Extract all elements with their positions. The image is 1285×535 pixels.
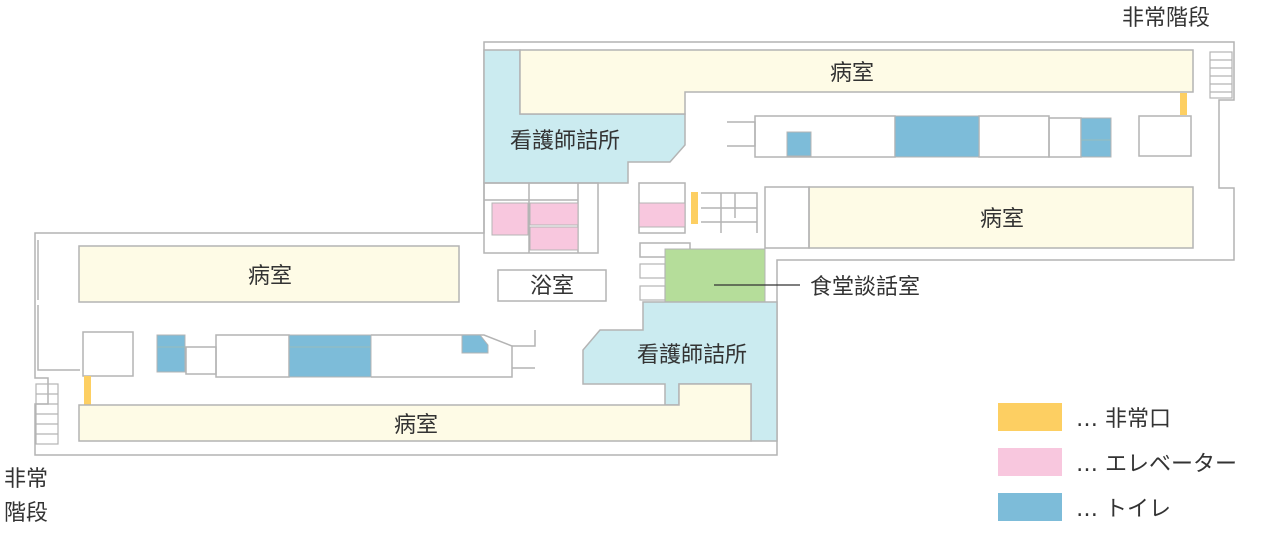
service-wall — [371, 334, 513, 378]
legend-label: … エレベーター — [1076, 452, 1237, 477]
ward-bottom-label: 病室 — [394, 413, 438, 438]
stair-label-top-right: 非常階段 — [1122, 6, 1211, 31]
dining-room — [664, 248, 766, 303]
ward-top-right — [519, 49, 1194, 115]
legend-swatch — [998, 403, 1062, 431]
nurse-station-center-label: 看護師詰所 — [637, 343, 747, 368]
stair-top-right — [1209, 51, 1233, 99]
legend-swatch — [998, 448, 1062, 476]
elevator — [638, 202, 686, 228]
service-room — [1048, 117, 1082, 158]
service-wall — [727, 121, 756, 147]
ward-middle-right-label: 病室 — [980, 207, 1024, 232]
bath-label: 浴室 — [530, 274, 574, 299]
legend-label: … 非常口 — [1076, 407, 1171, 432]
elevator — [529, 202, 579, 226]
toilet — [461, 334, 489, 354]
service-room — [1138, 115, 1192, 157]
dining-room-label: 食堂談話室 — [810, 275, 920, 300]
legend: … 非常口 … エレベーター … トイレ — [998, 400, 1237, 535]
toilet — [156, 334, 186, 373]
legend-item-elevator: … エレベーター — [998, 445, 1237, 479]
nurse-station-top-label: 看護師詰所 — [510, 129, 620, 154]
legend-item-toilet: … トイレ — [998, 490, 1237, 524]
building-outline — [34, 41, 1235, 456]
stair-label-bottom-left: 非常 階段 — [4, 463, 48, 531]
stair-bottom-left — [35, 383, 59, 445]
service-room — [185, 346, 217, 375]
ward-bottom — [78, 383, 752, 442]
ward-middle-right — [808, 186, 1194, 249]
service-wall — [701, 192, 758, 233]
stair-label-line: 非常 — [4, 467, 49, 492]
elevator — [491, 202, 529, 236]
emergency-exit — [84, 376, 91, 406]
service-room — [82, 331, 134, 377]
elevator — [529, 226, 579, 251]
toilet — [1080, 117, 1112, 158]
bath — [497, 269, 607, 302]
service-room — [978, 115, 1050, 158]
ward-left-label: 病室 — [248, 264, 292, 289]
legend-item-emergency-exit: … 非常口 — [998, 400, 1237, 434]
emergency-exit — [1180, 93, 1187, 115]
service-room — [754, 115, 896, 158]
service-wall — [512, 330, 536, 369]
room — [764, 186, 810, 249]
toilet — [894, 115, 980, 158]
stair-label-line: 階段 — [4, 501, 49, 526]
room — [483, 182, 599, 254]
toilet — [786, 131, 812, 157]
legend-swatch — [998, 493, 1062, 521]
service-room — [215, 334, 290, 378]
ward-top-right-label: 病室 — [830, 61, 874, 86]
ward-left — [78, 245, 460, 303]
legend-label: … トイレ — [1076, 497, 1171, 522]
toilet — [288, 334, 372, 378]
emergency-exit — [691, 192, 698, 224]
corridor-wall — [37, 305, 80, 371]
